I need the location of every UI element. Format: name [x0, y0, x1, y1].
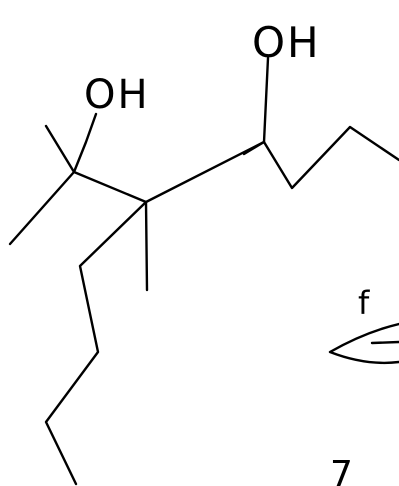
bond-oh-left [72, 112, 98, 174]
methyl-bond-down [144, 200, 149, 292]
right-edge-fragment: f 7 [328, 284, 399, 486]
fragment-wedge [328, 322, 399, 365]
hydroxyl-label-left: OH [84, 72, 150, 118]
fragment-line [370, 340, 399, 345]
bond-c1-c2 [72, 170, 148, 204]
fragment-label-right: f [358, 284, 370, 322]
right-chain [242, 125, 399, 190]
bond-c2-c3 [144, 140, 266, 204]
fragment-label-bottom: 7 [330, 454, 353, 486]
hydroxyl-group-top: OH [252, 18, 321, 144]
hydroxyl-label-top: OH [252, 18, 321, 67]
methyl-bond-upper-left [44, 124, 76, 174]
lower-left-chain [44, 200, 148, 486]
methyl-bond-lower-left [8, 170, 76, 246]
hydroxyl-group-left: OH [72, 72, 150, 174]
bond-oh-top [262, 56, 270, 144]
carbon-chain [8, 124, 399, 486]
